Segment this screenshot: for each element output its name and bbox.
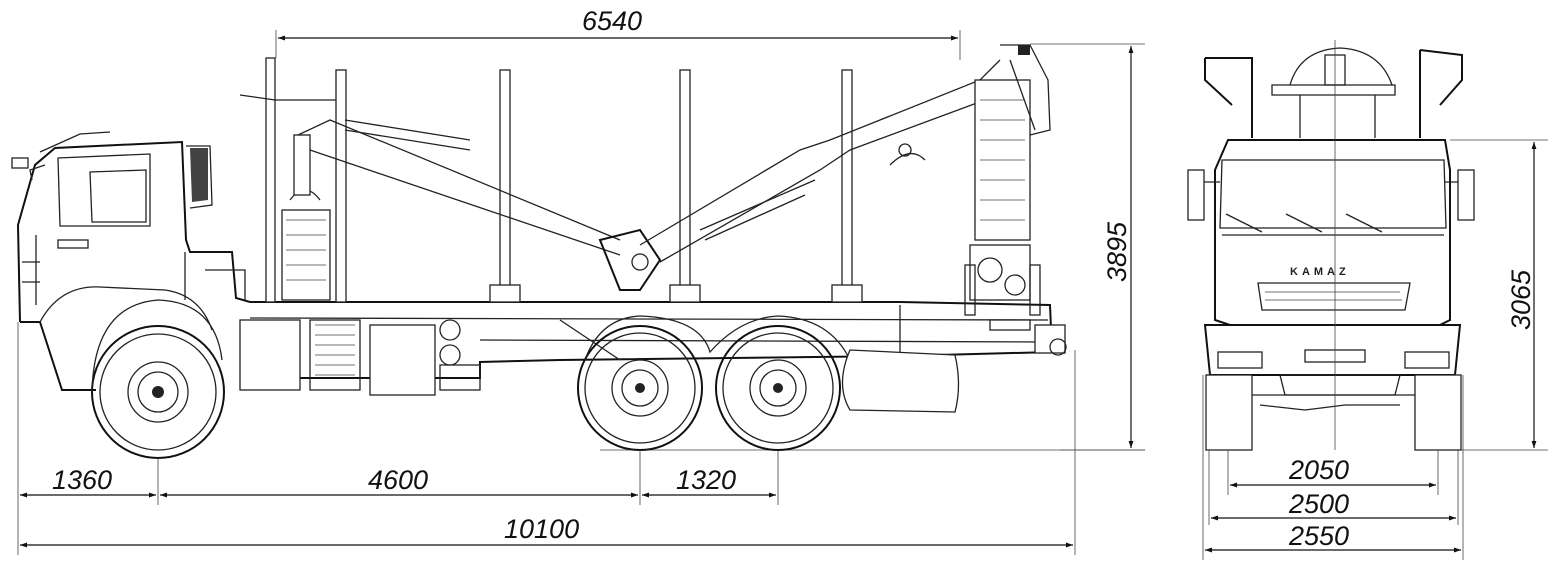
log-stakes — [239, 57, 863, 303]
dim-overall-length: 10100 — [504, 514, 579, 544]
dim-cab-height: 3065 — [1506, 269, 1536, 330]
chassis-equipment — [239, 319, 960, 413]
dim-overall-width: 2550 — [1288, 521, 1349, 551]
rear-grapple-stowed — [281, 119, 621, 301]
dim-wheelbase: 4600 — [368, 465, 428, 495]
brand-label: KAMAZ — [1290, 266, 1350, 278]
front-view: KAMAZ — [1187, 47, 1475, 451]
rear-wheel-1 — [577, 325, 703, 451]
dim-overall-height: 3895 — [1102, 221, 1132, 282]
front-cab: KAMAZ — [1187, 139, 1475, 396]
dim-bogie-spacing: 1320 — [676, 465, 736, 495]
crane — [598, 44, 1051, 316]
front-tire-right — [1414, 374, 1462, 451]
rear-wheel-2 — [715, 325, 841, 451]
front-tire-left — [1205, 374, 1253, 451]
side-view — [11, 44, 1145, 459]
cab — [11, 131, 251, 391]
dim-body-length: 6540 — [582, 6, 642, 36]
front-wheel — [91, 299, 225, 459]
dim-track-width: 2050 — [1288, 455, 1349, 485]
dimensions: 6540 3895 1360 4600 1320 10100 3065 — [17, 6, 1548, 560]
dim-front-overhang: 1360 — [52, 465, 112, 495]
dim-body-width: 2500 — [1288, 489, 1349, 519]
